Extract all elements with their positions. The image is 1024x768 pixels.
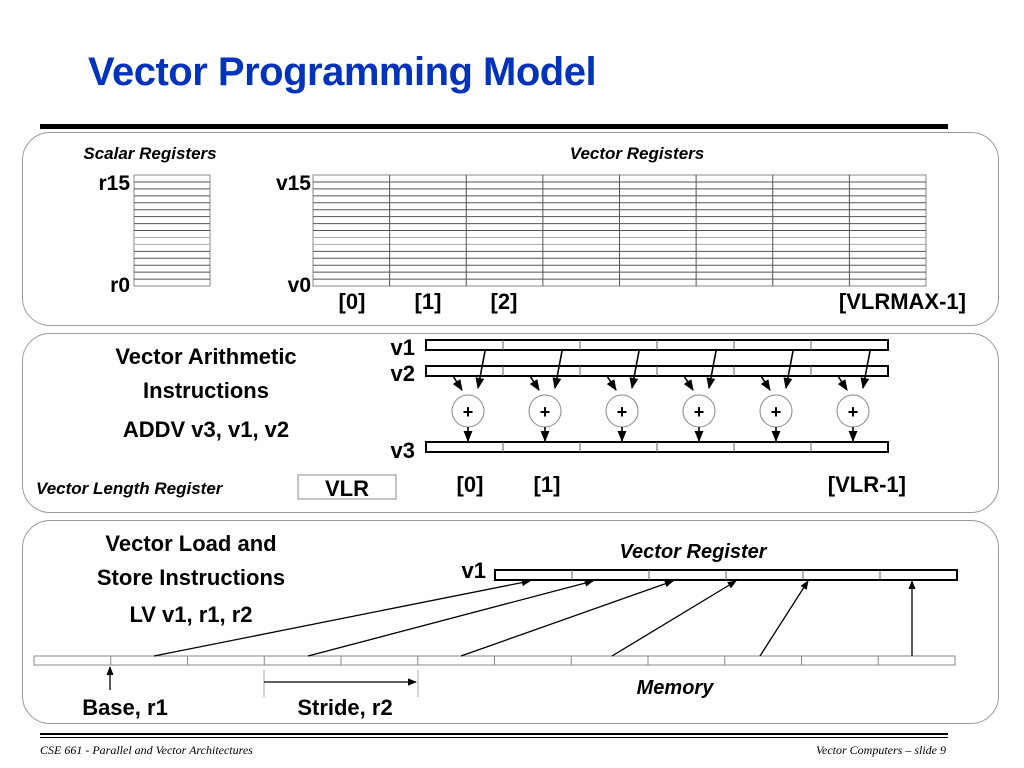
base-label: Base, r1 (82, 695, 168, 720)
dst-register-label: v3 (391, 438, 415, 463)
adder-plus-label: + (771, 402, 782, 422)
footer-rule-thin (40, 737, 948, 738)
slide-title: Vector Programming Model (88, 50, 597, 94)
lane-index-label: [1] (534, 472, 561, 497)
load-element-arrow (759, 580, 809, 657)
v2-operand-arrow (683, 375, 694, 391)
loadstore-heading-line1: Vector Load and (105, 531, 276, 556)
vlr-caption: Vector Length Register (36, 479, 224, 498)
v1-operand-arrow (629, 350, 640, 390)
footer-rule (40, 733, 948, 735)
v1-operand-arrow (783, 350, 794, 390)
arithmetic-heading-line2: Instructions (143, 378, 269, 403)
vlr-box (297, 474, 397, 500)
loadstore-heading-line2: Store Instructions (97, 565, 285, 590)
src2-register-label: v2 (391, 361, 415, 386)
v2-operand-arrow (606, 375, 617, 391)
arithmetic-panel (22, 333, 999, 513)
element-index-label: [2] (491, 289, 518, 314)
load-element-arrow (611, 580, 737, 657)
element-index-label: [1] (415, 289, 442, 314)
strided-load-datapath (33, 569, 958, 697)
vector-register-top-label: v15 (276, 172, 311, 195)
footer-course: CSE 661 - Parallel and Vector Architectu… (40, 743, 253, 757)
src1-register-label: v1 (391, 335, 415, 360)
element-index-label-max: [VLRMAX-1] (839, 289, 966, 314)
addv-datapath: + + + + + + (425, 339, 889, 453)
vector-registers-heading: Vector Registers (570, 144, 704, 163)
v2-operand-arrow (529, 375, 540, 391)
vlr-box-label: VLR (325, 476, 369, 501)
scalar-register-bottom-label: r0 (110, 274, 130, 297)
v1-operand-arrow (552, 350, 563, 390)
v2-operand-arrow (837, 375, 848, 391)
vector-register-bottom-label: v0 (288, 274, 311, 297)
scalar-register-file (133, 174, 211, 287)
lane-index-label: [0] (457, 472, 484, 497)
lv-instruction: LV v1, r1, r2 (129, 602, 252, 627)
v1-operand-arrow (706, 350, 717, 390)
arithmetic-heading-line1: Vector Arithmetic (115, 344, 296, 369)
vector-register-file (312, 174, 927, 287)
addv-instruction: ADDV v3, v1, v2 (123, 417, 289, 442)
load-element-arrow (307, 579, 594, 657)
load-register-label: v1 (462, 558, 486, 583)
v1-operand-arrow (475, 350, 486, 390)
v1-operand-arrow (860, 350, 871, 390)
load-store-panel (22, 520, 999, 724)
adder-plus-label: + (617, 402, 628, 422)
vector-register-caption: Vector Register (619, 541, 767, 563)
stride-label: Stride, r2 (297, 695, 392, 720)
v2-operand-arrow (760, 375, 771, 391)
lane-index-label-last: [VLR-1] (828, 472, 906, 497)
memory-caption: Memory (637, 677, 715, 699)
adder-plus-label: + (848, 402, 859, 422)
v2-operand-arrow (452, 375, 463, 391)
scalar-registers-heading: Scalar Registers (83, 144, 216, 163)
adder-plus-label: + (540, 402, 551, 422)
adder-plus-label: + (463, 402, 474, 422)
title-rule (40, 124, 948, 129)
element-index-label: [0] (339, 289, 366, 314)
adder-plus-label: + (694, 402, 705, 422)
scalar-register-top-label: r15 (98, 172, 130, 195)
load-element-arrow (153, 579, 531, 657)
load-element-arrow (460, 580, 674, 657)
footer-slide-number: Vector Computers – slide 9 (816, 743, 946, 757)
